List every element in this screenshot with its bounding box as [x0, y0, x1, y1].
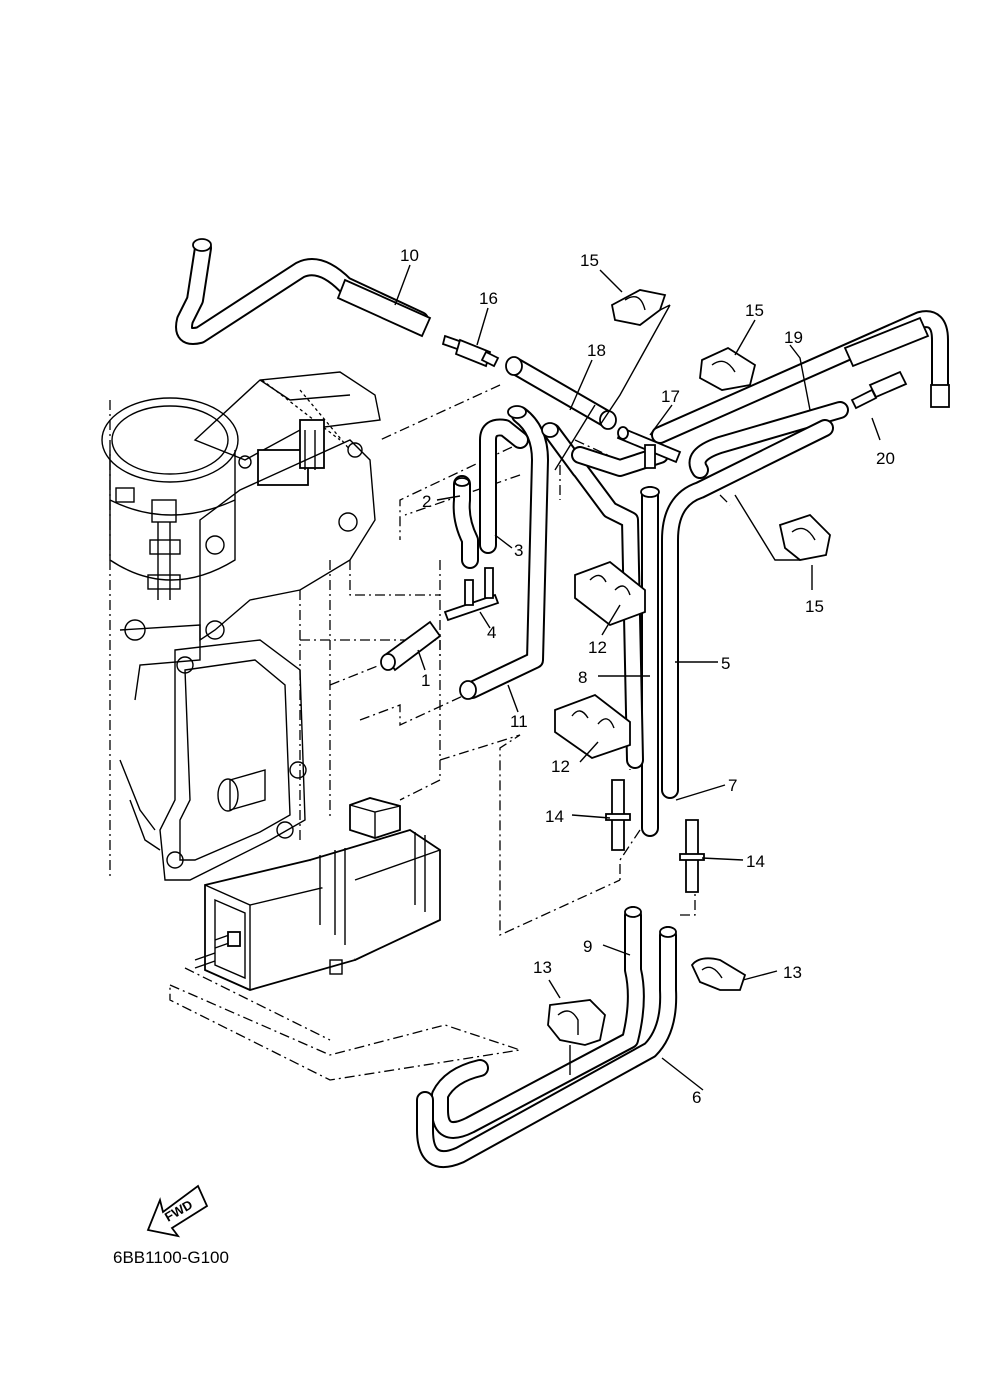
callout-8: 8 — [578, 668, 587, 687]
callout-3: 3 — [514, 541, 523, 560]
callout-17: 17 — [661, 387, 680, 406]
clip-15a — [610, 289, 667, 326]
callout-4: 4 — [487, 623, 496, 642]
callout-20: 20 — [876, 449, 895, 468]
hoses — [175, 238, 950, 1168]
leader-lines — [394, 264, 881, 1091]
callout-15-right: 15 — [745, 301, 764, 320]
clamp-12b — [554, 693, 631, 759]
callout-9: 9 — [583, 937, 592, 956]
fitting-20 — [850, 388, 878, 410]
callout-6: 6 — [692, 1088, 701, 1107]
callout-15-top: 15 — [580, 251, 599, 270]
callout-19: 19 — [784, 328, 803, 347]
callout-11: 11 — [510, 712, 528, 731]
callout-13-right: 13 — [783, 963, 802, 982]
callout-12-lower: 12 — [551, 757, 570, 776]
callout-14-left: 14 — [545, 807, 564, 826]
callout-5: 5 — [721, 654, 730, 673]
reference-lines — [169, 384, 731, 1081]
fwd-arrow-icon: FWD — [146, 1184, 209, 1238]
callout-1: 1 — [421, 671, 430, 690]
callout-2: 2 — [422, 492, 431, 511]
fuel-filter-canister — [194, 797, 441, 991]
grommet-13a — [547, 999, 606, 1046]
diagram-code: 6BB1100-G100 — [113, 1248, 229, 1267]
callout-13-left: 13 — [533, 958, 552, 977]
engine-block — [101, 371, 440, 881]
hose-9 — [431, 906, 645, 1139]
callout-18: 18 — [587, 341, 606, 360]
fittings — [441, 289, 908, 1046]
callout-labels: 10 16 15 15 15 18 19 17 20 2 3 4 1 11 12… — [400, 246, 895, 1107]
clip-15b — [699, 346, 757, 391]
fitting-4 — [443, 593, 500, 622]
hose-5 — [661, 419, 834, 799]
callout-10: 10 — [400, 246, 419, 265]
clip-15c — [778, 513, 831, 561]
callout-15-lower: 15 — [805, 597, 824, 616]
callout-12-upper: 12 — [588, 638, 607, 657]
callout-16: 16 — [479, 289, 498, 308]
callout-14-right: 14 — [746, 852, 765, 871]
callout-7: 7 — [728, 776, 737, 795]
